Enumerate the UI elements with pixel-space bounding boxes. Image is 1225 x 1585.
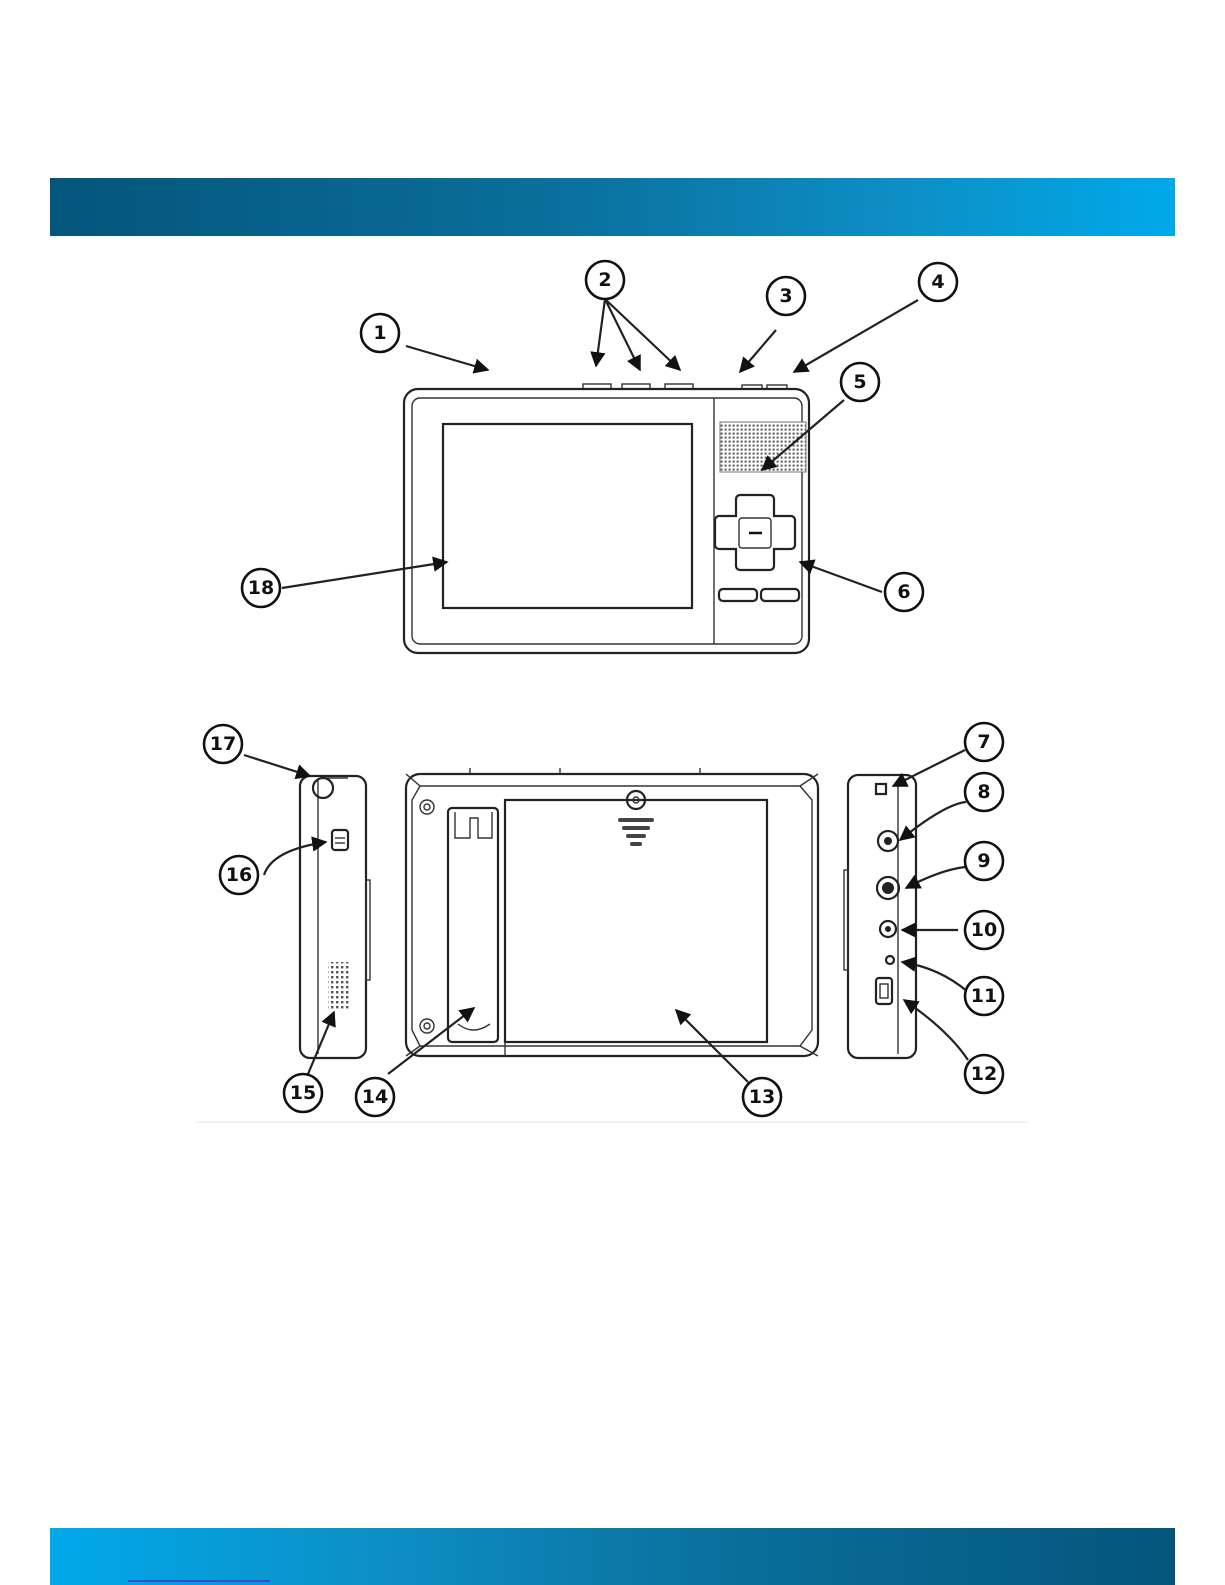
callout-3: 3 (767, 277, 805, 315)
callout-16: 16 (220, 856, 258, 894)
svg-text:6: 6 (897, 581, 910, 603)
svg-text:3: 3 (779, 285, 792, 307)
callout-13: 13 (743, 1078, 781, 1116)
svg-text:2: 2 (598, 269, 611, 291)
callout-4: 4 (919, 263, 957, 301)
callout-14: 14 (356, 1078, 394, 1116)
callout-5: 5 (841, 363, 879, 401)
svg-text:8: 8 (977, 781, 990, 803)
svg-text:13: 13 (749, 1086, 775, 1108)
speaker-grille (720, 422, 806, 472)
svg-text:5: 5 (853, 371, 866, 393)
svg-text:4: 4 (931, 271, 944, 293)
callout-18: 18 (242, 569, 280, 607)
left-side-view (300, 776, 370, 1058)
svg-text:16: 16 (226, 864, 252, 886)
svg-text:9: 9 (977, 850, 990, 872)
callout-10: 10 (965, 911, 1003, 949)
callout-11: 11 (965, 977, 1003, 1015)
svg-text:11: 11 (971, 985, 997, 1007)
callout-8: 8 (965, 773, 1003, 811)
front-view (404, 384, 809, 653)
callout-7: 7 (965, 723, 1003, 761)
svg-text:12: 12 (971, 1063, 997, 1085)
svg-text:10: 10 (971, 919, 997, 941)
svg-text:7: 7 (977, 731, 990, 753)
callout-12: 12 (965, 1055, 1003, 1093)
callout-15: 15 (284, 1074, 322, 1112)
side-speaker-grille (328, 962, 350, 1010)
svg-text:18: 18 (248, 577, 274, 599)
device-right-side-body (848, 775, 916, 1058)
callout-1: 1 (361, 314, 399, 352)
callout-6: 6 (885, 573, 923, 611)
svg-text:1: 1 (373, 322, 386, 344)
callout-9: 9 (965, 842, 1003, 880)
svg-text:15: 15 (290, 1082, 316, 1104)
svg-text:14: 14 (362, 1086, 388, 1108)
footer-link-underline[interactable] (128, 1580, 270, 1582)
footer-banner (50, 1528, 1175, 1585)
callout-17: 17 (204, 725, 242, 763)
svg-text:17: 17 (210, 733, 236, 755)
right-side-view (844, 775, 916, 1058)
callout-2: 2 (586, 261, 624, 299)
